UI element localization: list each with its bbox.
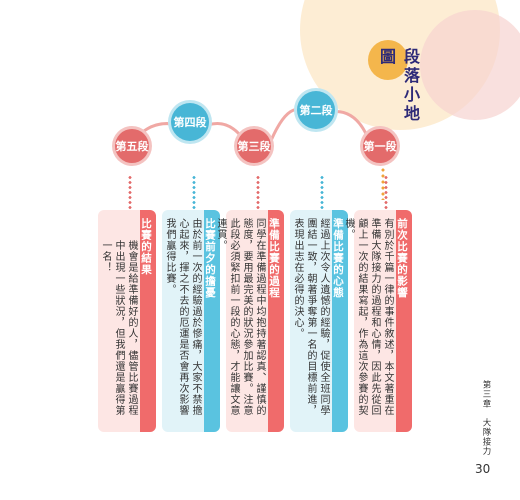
node-paragraph-3-label: 第三段 <box>237 129 271 163</box>
card-connector-dots <box>320 175 324 210</box>
card-accent-strip <box>396 210 412 432</box>
title-bullet <box>368 40 408 80</box>
card-connector-dots <box>128 175 132 210</box>
node-paragraph-2: 第二段 <box>294 88 338 132</box>
card-paragraph-4: 比賽前夕的擔憂 由於前一次的經驗過於慘痛，大家不禁擔心起來，揮之不去的厄運是否會… <box>162 175 220 432</box>
card-heading: 比賽前夕的擔憂 <box>204 218 216 299</box>
page-title: 段落小地圖 <box>377 48 420 124</box>
page-number: 30 <box>475 462 491 476</box>
card-accent-strip <box>332 210 348 432</box>
card-paragraph-2: 準備比賽的心態 經過上次令人遺憾的經驗，促使全班同學團結一致，朝著爭奪第一名的目… <box>290 175 348 432</box>
card-paragraph-1: 前次比賽的影響 有別於千篇一律的事件敘述，本文著重在準備大隊接力的過程和心情，因… <box>343 175 412 432</box>
card-body: 有別於千篇一律的事件敘述，本文著重在準備大隊接力的過程和心情，因此先從回顧上一次… <box>343 218 393 416</box>
card-heading: 準備比賽的過程 <box>268 218 280 299</box>
node-paragraph-4-label: 第四段 <box>171 103 209 141</box>
card-accent-strip <box>204 210 220 432</box>
card-body: 同學在準備過程中均抱持著認真、謹慎的態度，要用最完美的狀況參加比賽。注意此段必須… <box>215 218 265 416</box>
card-heading: 準備比賽的心態 <box>332 218 344 299</box>
card-heading: 比賽的結果 <box>140 218 152 276</box>
card-paragraph-5: 比賽的結果 機會是給準備好的人，儘管比賽過程中出現一些狀況，但我們還是贏得第一名… <box>98 175 156 432</box>
node-paragraph-2-label: 第二段 <box>297 91 335 129</box>
card-connector-dots <box>384 175 388 210</box>
card-body: 由於前一次的經驗過於慘痛，大家不禁擔心起來，揮之不去的厄運是否會再次影響我們贏得… <box>164 218 201 416</box>
card-heading: 前次比賽的影響 <box>396 218 408 299</box>
node-paragraph-1-label: 第一段 <box>363 129 397 163</box>
node-paragraph-3: 第三段 <box>234 126 274 166</box>
node-paragraph-5-label: 第五段 <box>115 129 149 163</box>
chapter-label: 第三章 大隊接力 <box>481 380 491 456</box>
card-connector-dots <box>192 175 196 210</box>
decorative-circle-small <box>420 10 520 120</box>
card-accent-strip <box>268 210 284 432</box>
node-paragraph-5: 第五段 <box>112 126 152 166</box>
node-paragraph-4: 第四段 <box>168 100 212 144</box>
node-paragraph-1: 第一段 <box>360 126 400 166</box>
card-paragraph-3: 準備比賽的過程 同學在準備過程中均抱持著認真、謹慎的態度，要用最完美的狀況參加比… <box>215 175 284 432</box>
card-connector-dots <box>256 175 260 210</box>
card-body: 機會是給準備好的人，儘管比賽過程中出現一些狀況，但我們還是贏得第一名！ <box>100 240 137 416</box>
card-body: 經過上次令人遺憾的經驗，促使全班同學團結一致，朝著爭奪第一名的目標前進，表現出志… <box>292 218 329 416</box>
section-title: 段落小地圖 <box>366 40 420 132</box>
card-accent-strip <box>140 210 156 432</box>
